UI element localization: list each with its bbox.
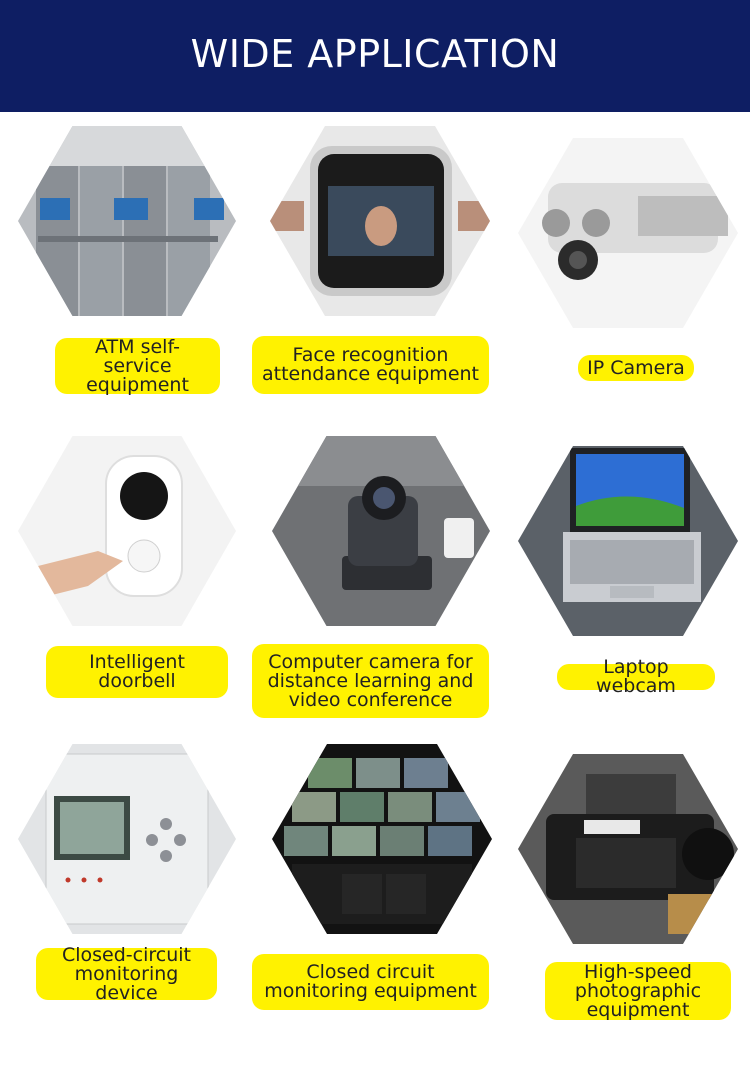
laptop-photo [518,446,738,636]
item-label: IP Camera [578,355,694,381]
monitoring-device-photo [18,744,236,934]
doorbell-photo [18,436,236,626]
item-label: Face recognition attendance equipment [252,336,489,394]
page-header: WIDE APPLICATION [0,0,750,112]
atm-machine-photo [18,126,236,316]
ip-camera-photo [518,138,738,328]
item-label: Computer camera for distance learning an… [252,644,489,718]
item-label: Laptop webcam [557,658,715,696]
cctv-video-wall-photo [272,744,492,934]
item-label: Closed circuit monitoring equipment [252,954,489,1010]
page-title: WIDE APPLICATION [190,32,560,76]
item-label: High-speed photographic equipment [545,962,731,1020]
item-label: Closed-circuit monitoring device [36,945,217,1002]
high-speed-camera-photo [518,754,738,944]
item-label: ATM self-service equipment [55,337,220,394]
face-recognition-terminal-photo [270,126,490,316]
item-label: Intelligent doorbell [46,646,228,698]
ptz-conference-camera-photo [272,436,490,626]
